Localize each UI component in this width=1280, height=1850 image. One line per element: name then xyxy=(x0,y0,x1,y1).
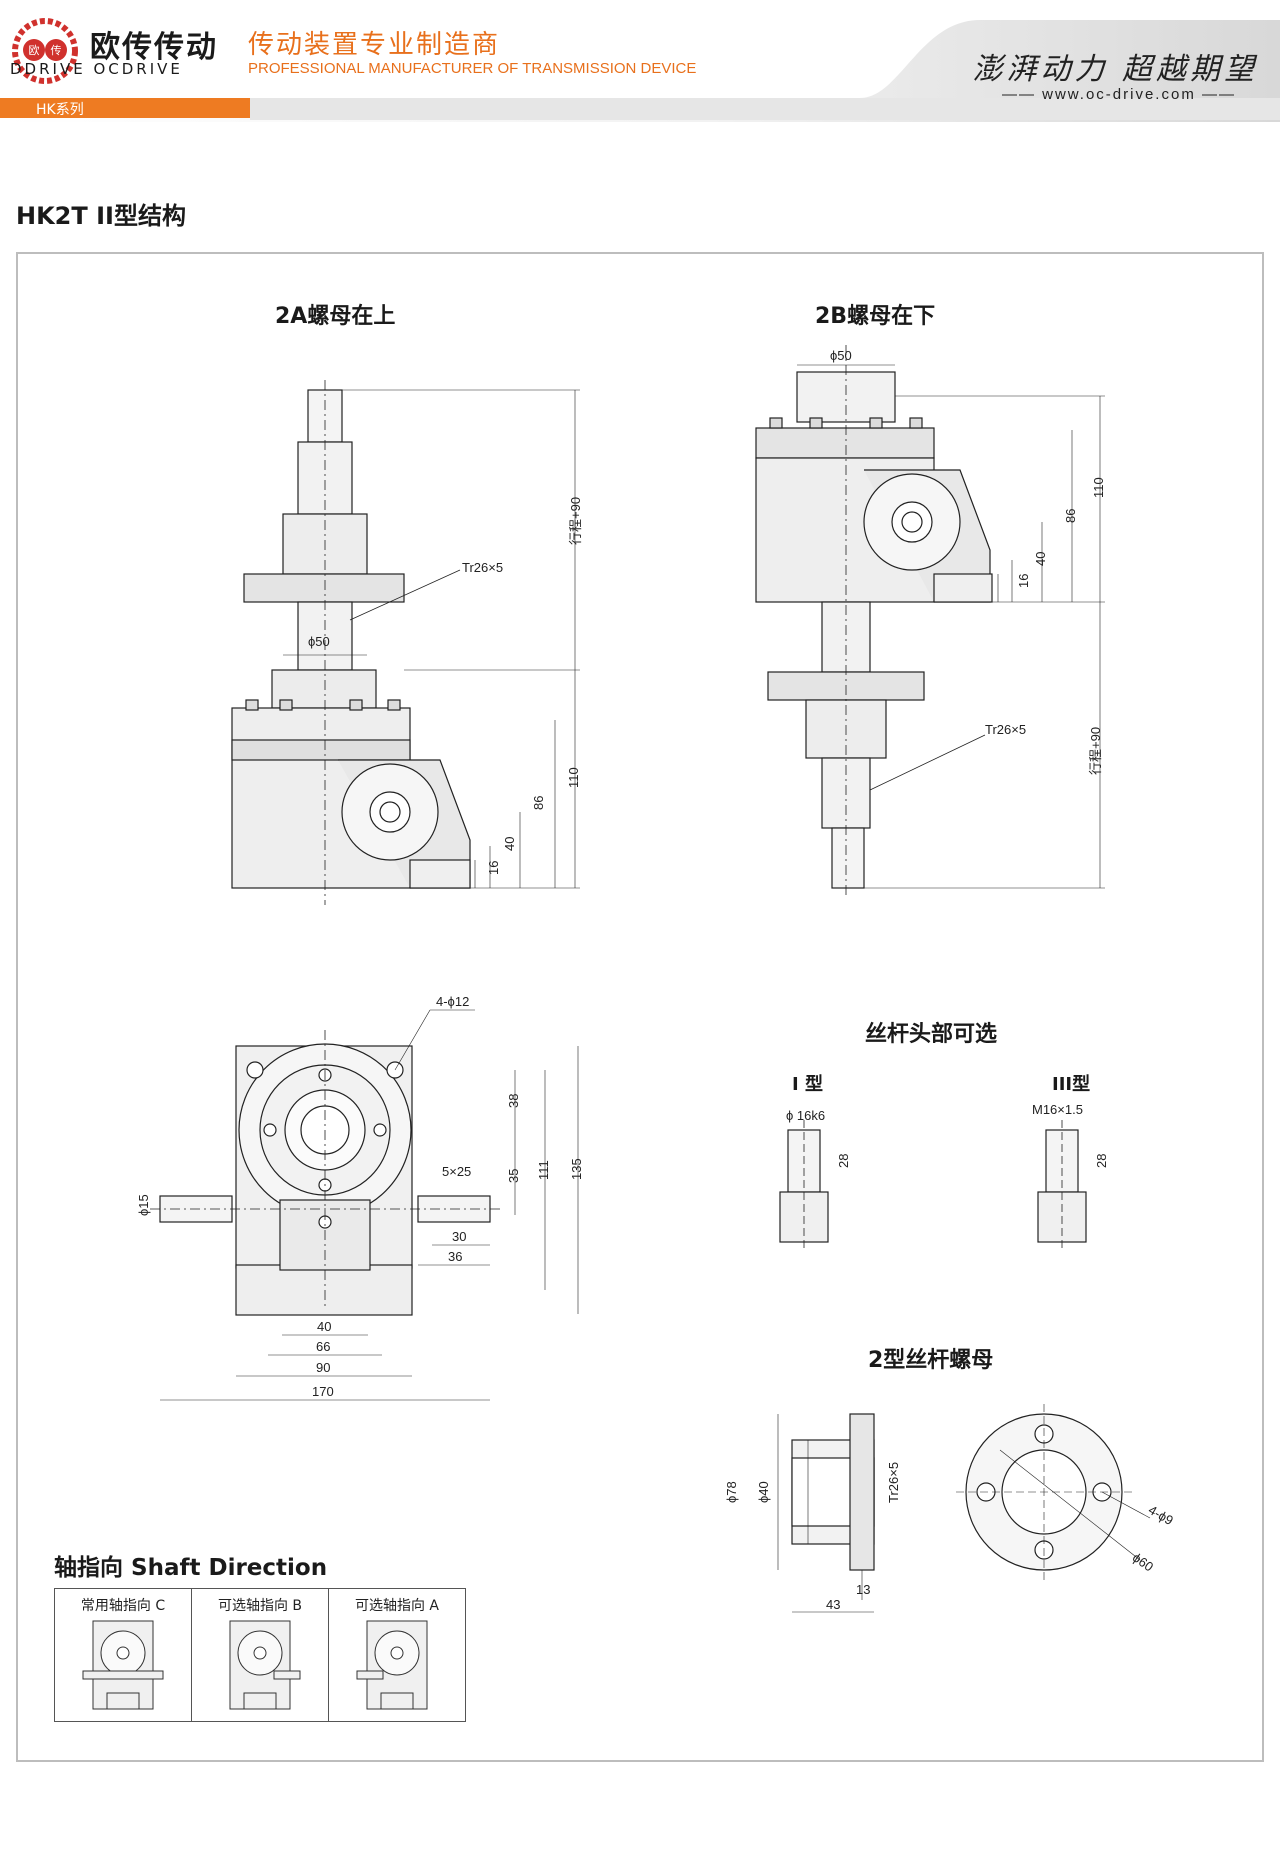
gearbox-b-icon xyxy=(229,1620,301,1710)
dim-top-170: 170 xyxy=(312,1384,334,1399)
shaft-direction-table: 常用轴指向 C 可选轴指向 B 可选轴指向 A xyxy=(54,1588,466,1722)
dim-top-66: 66 xyxy=(316,1339,330,1354)
drawing-frame xyxy=(16,252,1264,1762)
page-title: HK2T II型结构 xyxy=(16,202,186,230)
dim-nut-tr: Tr26×5 xyxy=(886,1462,901,1503)
brand-name-en: DDRIVE OCDRIVE xyxy=(10,60,183,78)
type-3-label: III型 xyxy=(1052,1074,1091,1095)
dim-2a-tr: Tr26×5 xyxy=(462,560,503,575)
screw-head-title: 丝杆头部可选 xyxy=(865,1022,998,1047)
shaft-direction-title: 轴指向 Shaft Direction xyxy=(54,1555,328,1581)
website-url: —— www.oc-drive.com —— xyxy=(1001,86,1236,103)
shaft-cell-a: 可选轴指向 A xyxy=(329,1589,465,1721)
dim-top-38: 38 xyxy=(506,1094,521,1108)
dim-top-111: 111 xyxy=(536,1160,551,1180)
dim-nut-phi60: ϕ60 xyxy=(1130,1550,1156,1575)
dim-top-40: 40 xyxy=(317,1319,331,1334)
header-background xyxy=(0,20,1280,122)
svg-text:欧: 欧 xyxy=(29,44,40,57)
top-view-drawing xyxy=(150,1009,579,1401)
dim-type1-28: 28 xyxy=(836,1154,851,1168)
screw-head-drawing xyxy=(779,1120,1087,1250)
dim-phi16k6: ϕ 16k6 xyxy=(786,1108,825,1123)
dim-nut-phi40: ϕ40 xyxy=(756,1481,771,1503)
dim-2a-40: 40 xyxy=(502,837,517,851)
dim-top-135: 135 xyxy=(569,1158,584,1180)
dim-2b-86: 86 xyxy=(1063,509,1078,523)
shaft-cell-c: 常用轴指向 C xyxy=(55,1589,192,1721)
view-2a-title: 2A螺母在上 xyxy=(275,304,396,329)
dim-top-90: 90 xyxy=(316,1360,330,1375)
dim-top-holes: 4-ϕ12 xyxy=(436,994,469,1009)
shaft-cell-label: 常用轴指向 C xyxy=(80,1598,166,1614)
shaft-cell-label: 可选轴指向 B xyxy=(217,1598,303,1614)
dim-2b-16: 16 xyxy=(1016,574,1031,588)
gearbox-a-icon xyxy=(356,1620,428,1710)
svg-text:传: 传 xyxy=(51,44,62,57)
dim-top-36: 36 xyxy=(448,1249,462,1264)
nut-drawing xyxy=(777,1404,1151,1613)
brand-name-cn: 欧传传动 xyxy=(90,30,218,65)
view-2b-drawing xyxy=(755,345,1105,898)
view-2a-drawing xyxy=(231,380,580,905)
dim-nut-phi78: ϕ78 xyxy=(724,1481,739,1503)
website-url-text: www.oc-drive.com xyxy=(1042,86,1196,103)
dim-2b-phi50: ϕ50 xyxy=(830,348,852,363)
dim-top-35: 35 xyxy=(506,1169,521,1183)
dim-2a-stroke: 行程+90 xyxy=(568,497,583,545)
dim-2b-tr: Tr26×5 xyxy=(985,722,1026,737)
type-1-label: I 型 xyxy=(792,1074,823,1095)
header: 欧 传 欧传传动 DDRIVE OCDRIVE 传动装置专业制造商 PROFES… xyxy=(0,0,1280,122)
series-label: HK系列 xyxy=(36,102,84,118)
dim-nut-13: 13 xyxy=(856,1582,870,1597)
shaft-cell-b: 可选轴指向 B xyxy=(192,1589,329,1721)
dim-top-key: 5×25 xyxy=(442,1164,471,1179)
shaft-cell-label: 可选轴指向 A xyxy=(354,1598,440,1614)
dim-2b-40: 40 xyxy=(1033,552,1048,566)
dim-2a-phi50: ϕ50 xyxy=(308,634,330,649)
gearbox-c-icon xyxy=(82,1620,164,1710)
dim-nut-holes: 4-ϕ9 xyxy=(1146,1502,1176,1528)
tagline-cn: 传动装置专业制造商 xyxy=(248,30,501,60)
dim-m16: M16×1.5 xyxy=(1032,1102,1083,1117)
tagline-en: PROFESSIONAL MANUFACTURER OF TRANSMISSIO… xyxy=(248,60,697,77)
dim-type3-28: 28 xyxy=(1094,1154,1109,1168)
slogan: 澎湃动力 超越期望 xyxy=(972,52,1258,87)
dim-2a-110: 110 xyxy=(566,767,581,788)
view-2b-title: 2B螺母在下 xyxy=(815,304,936,329)
dim-2a-86: 86 xyxy=(531,796,546,810)
dim-nut-43: 43 xyxy=(826,1597,840,1612)
dim-2b-stroke: 行程+90 xyxy=(1088,727,1103,775)
dim-2b-110: 110 xyxy=(1091,477,1106,498)
company-logo: 欧 传 xyxy=(12,18,78,84)
dim-top-30: 30 xyxy=(452,1229,466,1244)
series-bar xyxy=(0,98,250,118)
nut-title: 2型丝杆螺母 xyxy=(868,1348,994,1373)
dim-top-phi15: ϕ15 xyxy=(136,1194,151,1216)
dim-2a-16: 16 xyxy=(486,861,501,875)
